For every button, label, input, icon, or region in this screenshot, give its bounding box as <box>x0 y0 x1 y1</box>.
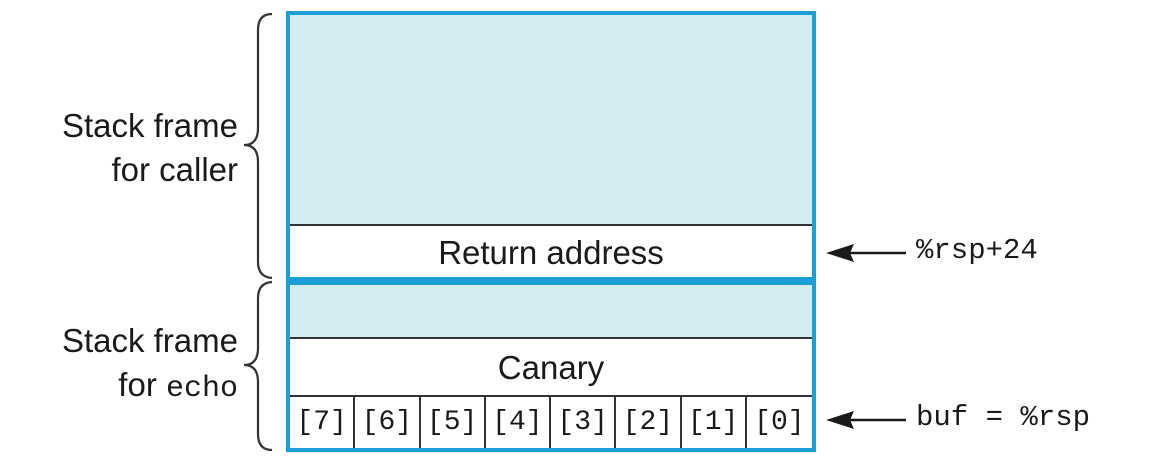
return-address-arrow <box>826 244 906 262</box>
buffer-cell: [5] <box>421 397 486 448</box>
echo-frame-label-prefix: for <box>118 366 166 403</box>
caller-frame-label: Stack frame for caller <box>0 104 238 192</box>
caller-frame-brace <box>243 12 273 280</box>
buffer-cell: [4] <box>486 397 551 448</box>
buffer-arrow <box>826 411 906 429</box>
echo-frame-label-line1: Stack frame <box>61 322 238 359</box>
buffer-cell: [1] <box>682 397 747 448</box>
return-address-slot: Return address <box>290 224 812 277</box>
return-address-label: Return address <box>438 234 664 271</box>
buffer-cell: [0] <box>754 407 805 438</box>
buffer-cell: [6] <box>355 397 421 448</box>
echo-function-name: echo <box>165 372 238 406</box>
buffer-cell: [7] <box>290 397 356 448</box>
buffer-cell: [2] <box>616 397 682 448</box>
buffer-cell: [3] <box>551 397 617 448</box>
canary-label: Canary <box>497 349 605 386</box>
canary-slot: Canary <box>290 337 812 395</box>
buffer-pointer-label: buf = %rsp <box>916 401 1091 434</box>
echo-frame-label: Stack frame for echo <box>0 319 238 411</box>
echo-frame-brace <box>243 280 273 452</box>
buffer-row: [7] [6] [5] [4] [3] [2] [1] [0] <box>290 395 812 448</box>
echo-frame-label-line2: for echo <box>0 363 238 411</box>
caller-frame-label-line2: for caller <box>111 151 238 188</box>
return-address-pointer-label: %rsp+24 <box>916 234 1038 267</box>
caller-frame-label-line1: Stack frame <box>61 107 238 144</box>
